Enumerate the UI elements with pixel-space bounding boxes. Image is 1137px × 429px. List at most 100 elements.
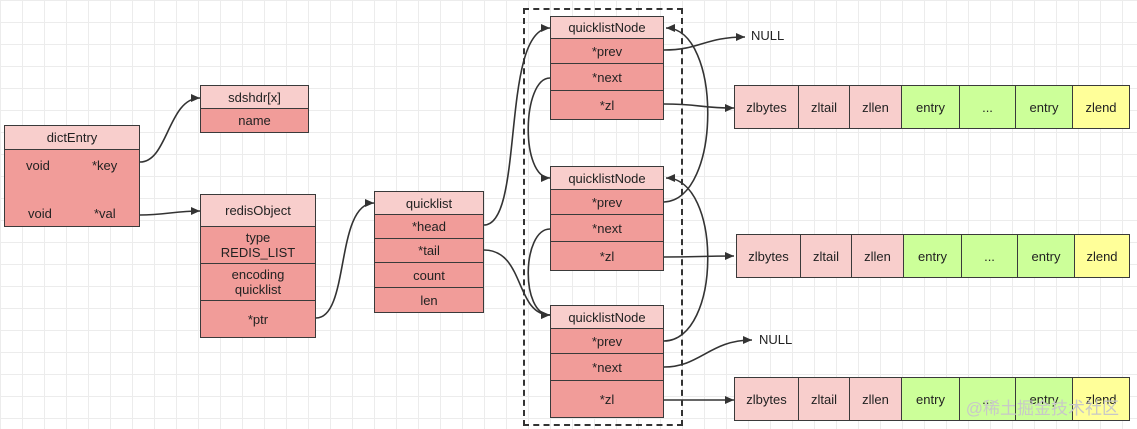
node1-next-field: *next xyxy=(550,63,664,91)
ziplist3-ellipsis-label: ... xyxy=(982,391,993,407)
node2-prev-field: *prev xyxy=(550,189,664,215)
redisobject-type-value: REDIS_LIST xyxy=(220,245,296,260)
arrow-node2-zl-to-ziplist2 xyxy=(663,252,735,261)
ziplist2-ellipsis: ... xyxy=(961,234,1018,278)
ziplist1-ellipsis: ... xyxy=(959,85,1016,129)
redisobject-ptr-field: *ptr xyxy=(200,300,316,338)
node3-title: quicklistNode xyxy=(568,309,646,325)
arrow-node1-prev-null xyxy=(663,33,746,51)
ziplist2-zlbytes-label: zlbytes xyxy=(748,248,789,264)
node3-zl-label: *zl xyxy=(599,391,615,407)
ziplist2-entry-last-label: entry xyxy=(1031,248,1061,264)
ziplist2-zllen-label: zllen xyxy=(864,248,891,264)
redisobject-title: redisObject xyxy=(225,203,291,218)
node1-title: quicklistNode xyxy=(568,20,646,35)
ziplist1-zlbytes: zlbytes xyxy=(734,85,799,129)
ziplist2-ellipsis-label: ... xyxy=(984,248,995,264)
ziplist1-zltail-label: zltail xyxy=(810,99,837,115)
null-label-bottom: NULL xyxy=(759,332,793,347)
dictentry-key-type: void xyxy=(26,158,50,173)
quicklist-header: quicklist xyxy=(374,191,484,215)
node2-header: quicklistNode xyxy=(550,166,664,190)
ziplist1-entry-last-label: entry xyxy=(1029,99,1059,115)
dictentry-val-type: void xyxy=(28,206,52,221)
watermark: @稀土掘金技术社区 xyxy=(965,399,1119,418)
dictentry-body xyxy=(4,149,140,227)
redisobject-encoding-value: quicklist xyxy=(234,282,282,297)
sdshdr-title: sdshdr[x] xyxy=(228,89,281,105)
ziplist3-zlend: zlend xyxy=(1072,377,1130,421)
arrow-head-to-node1 xyxy=(483,24,551,226)
redisobject-encoding-label: encoding xyxy=(231,267,285,282)
arrow-val-to-redisobject xyxy=(139,207,201,216)
ziplist3-zltail: zltail xyxy=(798,377,850,421)
dictentry-header: dictEntry xyxy=(4,125,140,150)
ziplist2-entry-last: entry xyxy=(1017,234,1075,278)
node2-next-label: *next xyxy=(592,220,622,236)
redisobject-type-field: type REDIS_LIST xyxy=(200,226,316,264)
quicklist-nodes-group xyxy=(523,8,683,426)
ziplist3-entry-first: entry xyxy=(901,377,960,421)
quicklist-count-field: count xyxy=(374,262,484,288)
ziplist3-zllen: zllen xyxy=(849,377,902,421)
dictentry-val-field: *val xyxy=(94,206,116,221)
quicklist-title: quicklist xyxy=(405,195,453,211)
ziplist3-entry-last-label: entry xyxy=(1029,391,1059,407)
quicklist-len-label: len xyxy=(420,292,438,308)
sdshdr-header: sdshdr[x] xyxy=(200,85,309,109)
node2-zl-field: *zl xyxy=(550,241,664,271)
ziplist3-zlbytes: zlbytes xyxy=(734,377,799,421)
node3-next-label: *next xyxy=(592,359,622,375)
ziplist2-zlbytes: zlbytes xyxy=(736,234,801,278)
ziplist3-ellipsis: ... xyxy=(959,377,1016,421)
ziplist2-zltail: zltail xyxy=(800,234,852,278)
ziplist1-entry-first: entry xyxy=(901,85,960,129)
redisobject-ptr-label: *ptr xyxy=(247,311,269,327)
ziplist2-entry-first: entry xyxy=(903,234,962,278)
redisobject-header: redisObject xyxy=(200,194,316,227)
ziplist1-zlbytes-label: zlbytes xyxy=(746,99,787,115)
ziplist2-zlend: zlend xyxy=(1074,234,1130,278)
node1-prev-field: *prev xyxy=(550,38,664,64)
quicklist-tail-field: *tail xyxy=(374,238,484,263)
node1-header: quicklistNode xyxy=(550,16,664,39)
dictentry-title: dictEntry xyxy=(46,130,98,145)
quicklist-count-label: count xyxy=(413,267,445,283)
ziplist2-zlend-label: zlend xyxy=(1086,248,1118,264)
ziplist2-entry-first-label: entry xyxy=(918,248,947,264)
ziplist1-ellipsis-label: ... xyxy=(982,99,993,115)
ziplist3-zlend-label: zlend xyxy=(1085,391,1117,407)
ziplist3-entry-first-label: entry xyxy=(916,391,945,407)
node3-header: quicklistNode xyxy=(550,305,664,329)
ziplist1-zltail: zltail xyxy=(798,85,850,129)
node3-next-field: *next xyxy=(550,353,664,381)
quicklist-head-label: *head xyxy=(412,219,446,234)
sdshdr-name-field: name xyxy=(200,108,309,133)
null-label-top: NULL xyxy=(751,28,785,43)
ziplist1-entry-first-label: entry xyxy=(916,99,945,115)
ziplist1-entry-last: entry xyxy=(1015,85,1073,129)
arrow-node1-next-to-node2 xyxy=(527,77,551,182)
arrow-node3-next-null xyxy=(663,336,753,368)
node2-next-field: *next xyxy=(550,214,664,242)
node2-prev-label: *prev xyxy=(591,194,623,210)
redisobject-encoding-field: encoding quicklist xyxy=(200,263,316,301)
arrow-node3-prev-to-node2 xyxy=(663,174,709,342)
node3-prev-label: *prev xyxy=(591,333,623,349)
sdshdr-name-label: name xyxy=(238,113,271,128)
ziplist3-zlbytes-label: zlbytes xyxy=(746,391,787,407)
node1-prev-label: *prev xyxy=(591,43,623,59)
quicklist-tail-label: *tail xyxy=(418,243,440,258)
node3-zl-field: *zl xyxy=(550,380,664,418)
arrow-ptr-to-quicklist xyxy=(315,199,375,319)
ziplist1-zllen: zllen xyxy=(849,85,902,129)
arrow-node2-prev-to-node1 xyxy=(663,24,709,203)
ziplist1-zlend: zlend xyxy=(1072,85,1130,129)
node3-prev-field: *prev xyxy=(550,328,664,354)
ziplist3-zllen-label: zllen xyxy=(862,391,889,407)
arrow-node2-next-to-node3 xyxy=(527,228,551,319)
ziplist3-entry-last: entry xyxy=(1015,377,1073,421)
dictentry-key-field: *key xyxy=(92,158,118,173)
arrow-key-to-sdshdr xyxy=(139,94,201,163)
